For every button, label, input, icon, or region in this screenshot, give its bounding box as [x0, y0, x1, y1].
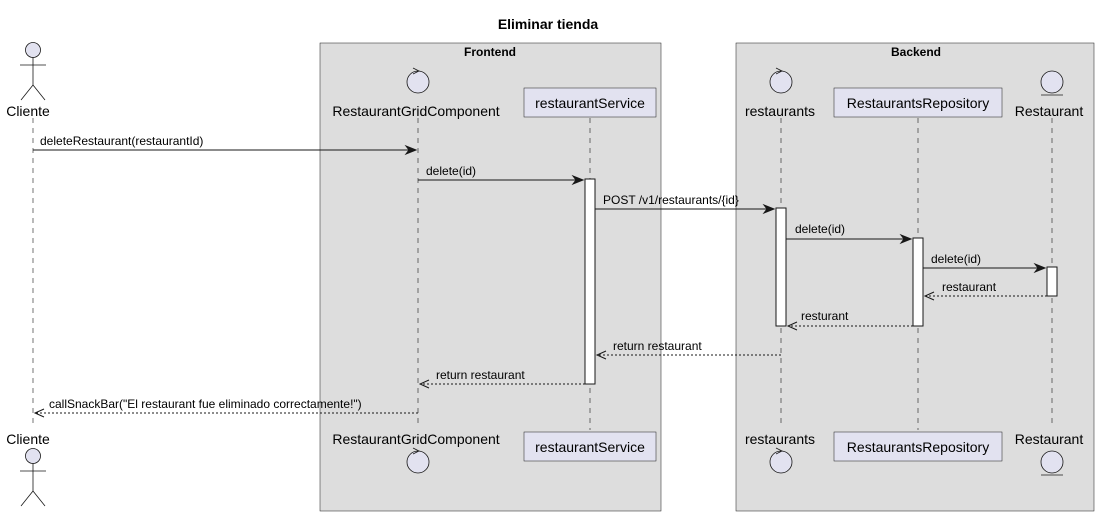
- participant-repo-bottom: RestaurantsRepository: [833, 431, 1003, 462]
- message-return-repo: resturant: [786, 309, 913, 331]
- message-label-repo-delete-id: delete(id): [931, 252, 981, 266]
- message-label-grid-delete-id: delete(id): [426, 164, 476, 178]
- activation-repo: [912, 237, 924, 327]
- frontend-group: Frontend: [319, 42, 662, 512]
- activation-service: [584, 178, 596, 385]
- message-restaurants-delete-id: delete(id): [786, 222, 913, 245]
- participant-restaurants-top: restaurants: [745, 103, 815, 119]
- message-repo-delete-id: delete(id): [923, 252, 1047, 274]
- message-delete-restaurant: deleteRestaurant(restaurantId): [33, 134, 418, 156]
- cliente-actor-icon-bottom: [20, 448, 46, 507]
- participant-repo-top-label: RestaurantsRepository: [847, 95, 989, 111]
- participant-cliente-bottom: Cliente: [6, 431, 50, 447]
- cliente-actor-icon-top: [20, 42, 46, 101]
- participant-repo-bottom-label: RestaurantsRepository: [847, 439, 989, 455]
- diagram-title: Eliminar tienda: [498, 16, 599, 32]
- message-label-return-restaurants: return restaurant: [613, 339, 702, 353]
- message-return-service: return restaurant: [418, 368, 585, 389]
- message-return-restaurants: return restaurant: [595, 339, 781, 360]
- participant-entity-top: Restaurant: [1015, 103, 1084, 119]
- participant-service-bottom: restaurantService: [523, 431, 657, 462]
- entity-icon-bottom: [1040, 450, 1064, 476]
- participant-grid-bottom: RestaurantGridComponent: [332, 431, 499, 447]
- message-post-request: POST /v1/restaurants/{id}: [595, 193, 776, 215]
- message-label-post-request: POST /v1/restaurants/{id}: [603, 193, 739, 207]
- entity-icon-top: [1040, 70, 1064, 96]
- participant-repo-top: RestaurantsRepository: [833, 87, 1003, 118]
- message-label-restaurants-delete-id: delete(id): [795, 222, 845, 236]
- grid-control-icon-top: [406, 67, 430, 94]
- restaurants-control-icon-bottom: [769, 447, 793, 474]
- participant-restaurants-bottom: restaurants: [745, 431, 815, 447]
- participant-entity-bottom: Restaurant: [1015, 431, 1084, 447]
- participant-grid-top: RestaurantGridComponent: [332, 103, 499, 119]
- participant-cliente-top: Cliente: [6, 103, 50, 119]
- participant-service-top-label: restaurantService: [535, 95, 645, 111]
- message-label-return-entity: restaurant: [942, 280, 997, 294]
- participant-service-top: restaurantService: [523, 87, 657, 118]
- grid-control-icon-bottom: [406, 447, 430, 474]
- frontend-group-title: Frontend: [464, 45, 516, 59]
- message-grid-delete-id: delete(id): [418, 164, 585, 186]
- message-return-entity: restaurant: [923, 280, 1047, 301]
- activation-restaurants: [775, 207, 787, 327]
- message-label-return-repo: resturant: [801, 309, 849, 323]
- message-label-delete-restaurant: deleteRestaurant(restaurantId): [40, 134, 203, 148]
- restaurants-control-icon-top: [769, 67, 793, 94]
- message-callsnackbar: callSnackBar("El restaurant fue eliminad…: [33, 397, 418, 418]
- backend-group-title: Backend: [891, 45, 941, 59]
- participant-service-bottom-label: restaurantService: [535, 439, 645, 455]
- message-label-return-service: return restaurant: [436, 368, 525, 382]
- activation-entity: [1046, 266, 1058, 297]
- message-label-callsnackbar: callSnackBar("El restaurant fue eliminad…: [49, 397, 362, 411]
